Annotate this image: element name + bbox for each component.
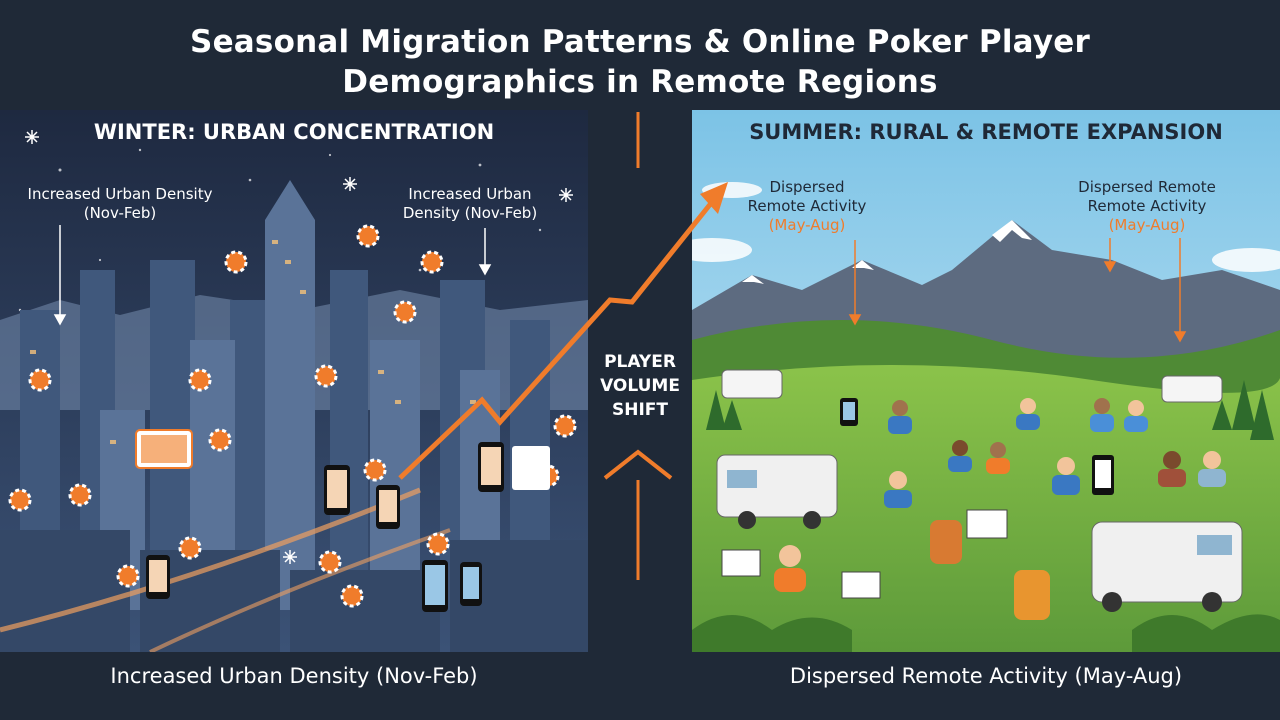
summer-bottom-label: Dispersed Remote Activity (May-Aug) [789, 664, 1183, 688]
summer-heading: SUMMER: RURAL & REMOTE EXPANSION [749, 120, 1223, 144]
player-volume-shift-label: PLAYER VOLUME SHIFT [596, 350, 684, 422]
backpack-icons [930, 520, 1050, 620]
center-label-line-2: VOLUME [600, 376, 680, 396]
summer-landscape-illustration [692, 110, 1280, 652]
winter-callout-right: Increased Urban Density (Nov-Feb) [385, 185, 555, 223]
winter-callout-right-line-1: Increased Urban [408, 185, 532, 203]
remote-players [774, 398, 1226, 592]
title-line-2: Demographics in Remote Regions [342, 64, 938, 100]
summer-callout-arrows [848, 238, 1187, 343]
winter-bottom-label: Increased Urban Density (Nov-Feb) [110, 664, 478, 688]
winter-callout-right-line-2: Density (Nov-Feb) [402, 204, 538, 222]
title-line-1: Seasonal Migration Patterns & Online Pok… [190, 24, 1090, 60]
summer-callout-right-line-1: Dispersed Remote [1078, 178, 1216, 196]
up-chevron-icon [603, 449, 673, 480]
summer-panel: SUMMER: RURAL & REMOTE EXPANSION Dispers… [692, 110, 1280, 652]
center-label-line-3: SHIFT [611, 400, 668, 420]
winter-callout-left: Increased Urban Density (Nov-Feb) [20, 185, 220, 223]
snowflake-icons [25, 130, 573, 564]
summer-callout-left-line-1: Dispersed [769, 178, 845, 196]
summer-callout-right: Dispersed Remote Remote Activity (May-Au… [1062, 178, 1232, 235]
summer-callout-left-line-2: Remote Activity [747, 197, 867, 215]
center-label-line-1: PLAYER [604, 352, 676, 372]
diagram-title: Seasonal Migration Patterns & Online Pok… [0, 22, 1280, 102]
winter-heading: WINTER: URBAN CONCENTRATION [93, 120, 495, 144]
rv-campers [716, 369, 1243, 612]
summer-callout-left: Dispersed Remote Activity (May-Aug) [732, 178, 882, 235]
summer-callout-right-line-2: Remote Activity [1087, 197, 1207, 215]
summer-callout-left-line-3: (May-Aug) [768, 216, 846, 234]
winter-callout-left-line-2: (Nov-Feb) [83, 204, 157, 222]
summer-callout-right-line-3: (May-Aug) [1108, 216, 1186, 234]
winter-callout-left-line-1: Increased Urban Density [27, 185, 213, 203]
winter-panel: WINTER: URBAN CONCENTRATION Increased Ur… [0, 110, 588, 652]
remote-devices [721, 398, 1114, 599]
